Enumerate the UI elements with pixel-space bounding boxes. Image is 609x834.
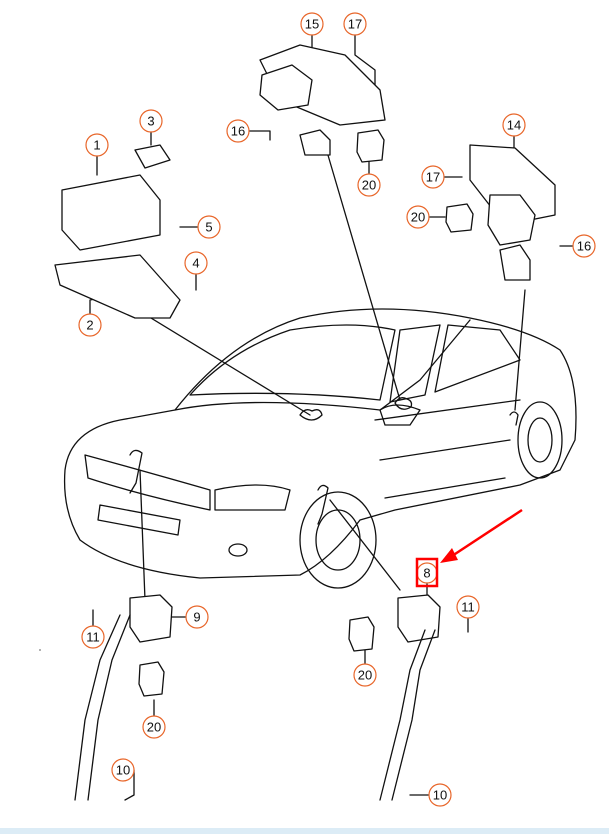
svg-text:17: 17: [348, 17, 362, 32]
svg-text:2: 2: [86, 318, 93, 333]
linkage-rod-front-left: [74, 614, 131, 801]
callout-16[interactable]: 16: [226, 119, 250, 143]
callout-8-highlighted[interactable]: 8: [415, 557, 439, 588]
connector-20b: [445, 203, 474, 233]
connector-20c: [138, 661, 165, 697]
mounting-bracket-2: [54, 254, 181, 319]
svg-text:20: 20: [411, 210, 425, 225]
connector-20a: [356, 129, 385, 163]
connector-3: [134, 144, 171, 169]
callout-11[interactable]: 11: [456, 595, 480, 619]
callout-20[interactable]: 20: [142, 715, 166, 739]
callout-15[interactable]: 15: [300, 12, 324, 36]
highlight-arrow-icon: [440, 508, 523, 563]
callout-16[interactable]: 16: [572, 234, 596, 258]
level-sensor-14: [487, 194, 536, 246]
svg-text:11: 11: [461, 600, 475, 615]
sensor-bracket-icon: [509, 411, 519, 426]
linkage-15: [299, 129, 331, 156]
control-unit-1: [61, 174, 161, 251]
callout-2[interactable]: 2: [78, 313, 102, 337]
bottom-scroll-strip: [0, 828, 609, 834]
level-sensor-8: [397, 594, 441, 643]
svg-text:10: 10: [433, 788, 447, 803]
svg-text:3: 3: [147, 114, 154, 129]
callout-14[interactable]: 14: [502, 113, 526, 137]
callout-20[interactable]: 20: [353, 663, 377, 687]
callout-1[interactable]: 1: [85, 133, 109, 157]
sensor-bracket-icon: [394, 397, 413, 410]
callout-20[interactable]: 20: [406, 205, 430, 229]
level-sensor-9: [129, 594, 173, 643]
callout-4[interactable]: 4: [184, 251, 208, 275]
svg-text:16: 16: [577, 239, 591, 254]
leader-lines: [39, 34, 574, 801]
car-illustration: [63, 308, 577, 589]
svg-text:15: 15: [305, 17, 319, 32]
sensor-bracket-icon: [299, 409, 323, 421]
svg-text:20: 20: [358, 668, 372, 683]
callout-9[interactable]: 9: [185, 605, 209, 629]
svg-text:10: 10: [116, 763, 130, 778]
callout-3[interactable]: 3: [139, 109, 163, 133]
level-sensor-15: [259, 64, 313, 111]
callout-11[interactable]: 11: [81, 625, 105, 649]
linkage-14: [499, 244, 531, 281]
sensor-bracket-icon: [317, 484, 329, 525]
svg-text:14: 14: [507, 118, 521, 133]
svg-text:20: 20: [147, 720, 161, 735]
svg-text:5: 5: [205, 220, 212, 235]
svg-text:16: 16: [231, 124, 245, 139]
callout-10[interactable]: 10: [111, 758, 135, 782]
svg-text:1: 1: [93, 138, 100, 153]
callout-17[interactable]: 17: [343, 12, 367, 36]
svg-text:9: 9: [193, 610, 200, 625]
svg-text:20: 20: [362, 178, 376, 193]
sensor-bracket-icon: [129, 449, 143, 494]
callout-17[interactable]: 17: [421, 165, 445, 189]
svg-text:8: 8: [423, 566, 430, 581]
svg-text:11: 11: [86, 630, 100, 645]
callout-20[interactable]: 20: [357, 173, 381, 197]
svg-text:4: 4: [192, 256, 199, 271]
callout-10[interactable]: 10: [428, 783, 452, 807]
linkage-rod-front-right: [379, 629, 436, 801]
svg-text:17: 17: [426, 170, 440, 185]
callout-5[interactable]: 5: [197, 215, 221, 239]
connector-20d: [348, 616, 375, 652]
